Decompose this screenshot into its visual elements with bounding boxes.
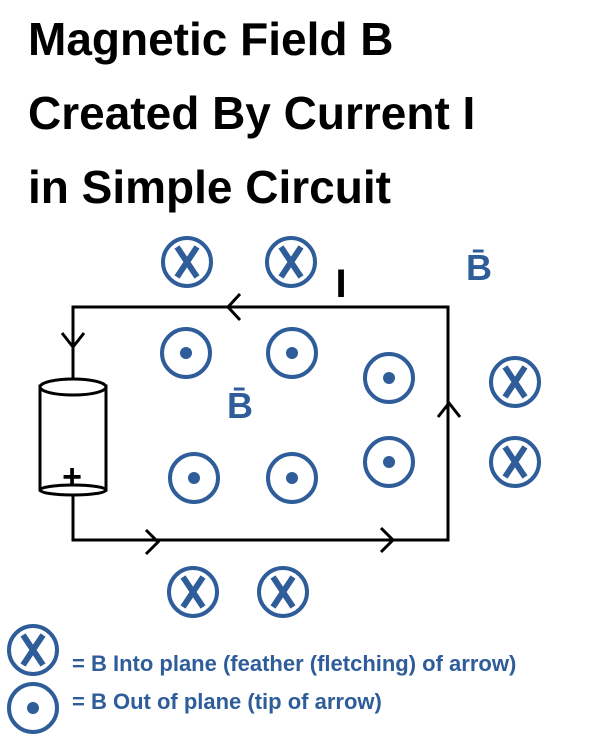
field-into-plane-icon bbox=[267, 238, 315, 286]
legend-out-of-plane-icon bbox=[7, 682, 59, 734]
circuit-wire bbox=[71, 305, 450, 542]
title-line-1: Magnetic Field B bbox=[28, 13, 394, 65]
field-into-plane-icon bbox=[169, 568, 217, 616]
field-into-plane-icon bbox=[491, 438, 539, 486]
legend-out-of-plane-text: = B Out of plane (tip of arrow) bbox=[72, 689, 382, 714]
field-out-of-plane-icon bbox=[160, 327, 212, 379]
current-arrow-bottom-right bbox=[379, 526, 396, 554]
field-into-plane-icon bbox=[491, 358, 539, 406]
field-into-plane-icon bbox=[163, 238, 211, 286]
b-field-label-inside: B̄ bbox=[227, 385, 253, 426]
field-out-of-plane-icon bbox=[363, 352, 415, 404]
current-arrow-top bbox=[225, 292, 242, 322]
current-arrow-right bbox=[436, 400, 462, 418]
current-label: I bbox=[335, 262, 346, 306]
field-out-of-plane-icon bbox=[168, 452, 220, 504]
title-line-3: in Simple Circuit bbox=[28, 161, 391, 213]
battery bbox=[38, 377, 108, 497]
field-into-plane-icon bbox=[259, 568, 307, 616]
field-out-of-plane-icon bbox=[266, 452, 318, 504]
field-out-of-plane-icon bbox=[266, 327, 318, 379]
current-arrow-bottom-left bbox=[144, 528, 161, 556]
legend-into-plane-icon bbox=[9, 626, 57, 674]
current-arrow-left bbox=[60, 332, 86, 350]
b-field-label-outside: B̄ bbox=[466, 247, 492, 288]
legend-into-plane-text: = B Into plane (feather (fletching) of a… bbox=[72, 651, 517, 676]
title-line-2: Created By Current I bbox=[28, 87, 476, 139]
battery-plus-label: + bbox=[62, 458, 82, 496]
field-out-of-plane-icon bbox=[363, 436, 415, 488]
